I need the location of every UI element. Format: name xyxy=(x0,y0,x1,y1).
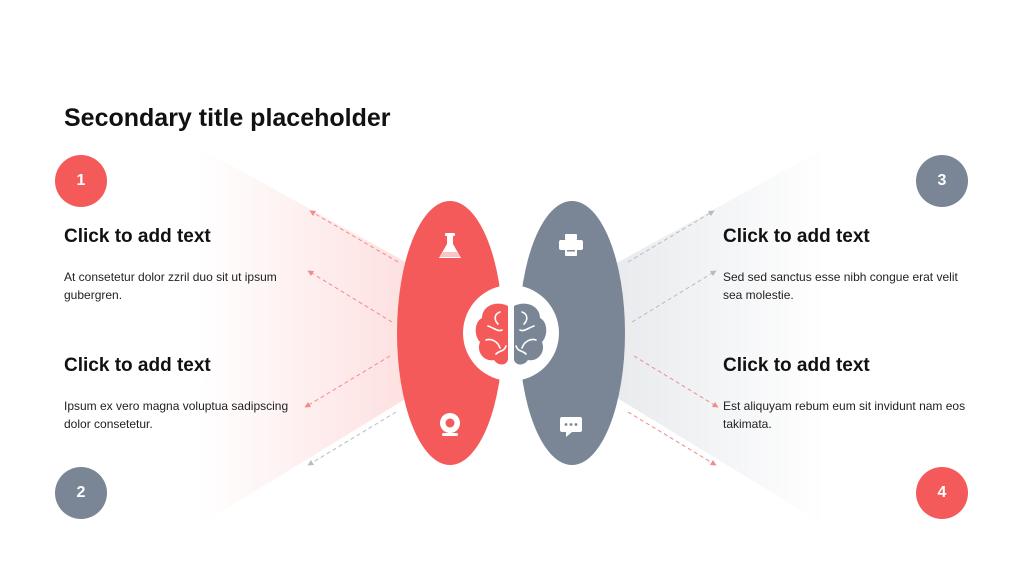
left-funnel-background xyxy=(200,148,420,525)
text-block-3: Click to add text Sed sed sanctus esse n… xyxy=(723,226,973,304)
webcam-icon xyxy=(440,413,460,436)
left-red-oval xyxy=(397,201,503,465)
chat-bubble-icon xyxy=(560,417,582,437)
number-badge-4: 4 xyxy=(916,467,968,519)
text-block-3-heading[interactable]: Click to add text xyxy=(723,226,870,247)
text-block-4: Click to add text Est aliquyam rebum eum… xyxy=(723,355,973,433)
arrow-left-1 xyxy=(309,210,399,263)
right-funnel-background xyxy=(604,148,825,525)
text-block-1-heading[interactable]: Click to add text xyxy=(64,226,211,247)
flask-icon xyxy=(439,233,461,258)
arrow-right-2 xyxy=(631,270,717,323)
right-slate-oval xyxy=(519,201,625,465)
text-block-3-body[interactable]: Sed sed sanctus esse nibh congue erat ve… xyxy=(723,270,958,302)
text-block-1: Click to add text At consetetur dolor zz… xyxy=(64,226,314,304)
printer-icon xyxy=(559,234,583,256)
text-block-1-body[interactable]: At consetetur dolor zzril duo sit ut ips… xyxy=(64,270,277,302)
brain-icon xyxy=(475,303,547,365)
text-block-2-body[interactable]: Ipsum ex vero magna voluptua sadipscing … xyxy=(64,399,289,431)
number-badge-1: 1 xyxy=(55,155,107,207)
text-block-4-body[interactable]: Est aliquyam rebum eum sit invidunt nam … xyxy=(723,399,966,431)
arrow-left-3 xyxy=(304,355,391,408)
text-block-2: Click to add text Ipsum ex vero magna vo… xyxy=(64,355,314,433)
arrow-left-2 xyxy=(307,270,393,323)
number-badge-3: 3 xyxy=(916,155,968,207)
arrow-right-3 xyxy=(633,355,719,408)
arrow-right-1 xyxy=(627,210,715,263)
arrow-left-4 xyxy=(307,411,397,466)
number-badge-2: 2 xyxy=(55,467,107,519)
text-block-2-heading[interactable]: Click to add text xyxy=(64,355,211,376)
text-block-4-heading[interactable]: Click to add text xyxy=(723,355,870,376)
arrow-right-4 xyxy=(627,411,717,466)
slide-title[interactable]: Secondary title placeholder xyxy=(64,104,391,132)
